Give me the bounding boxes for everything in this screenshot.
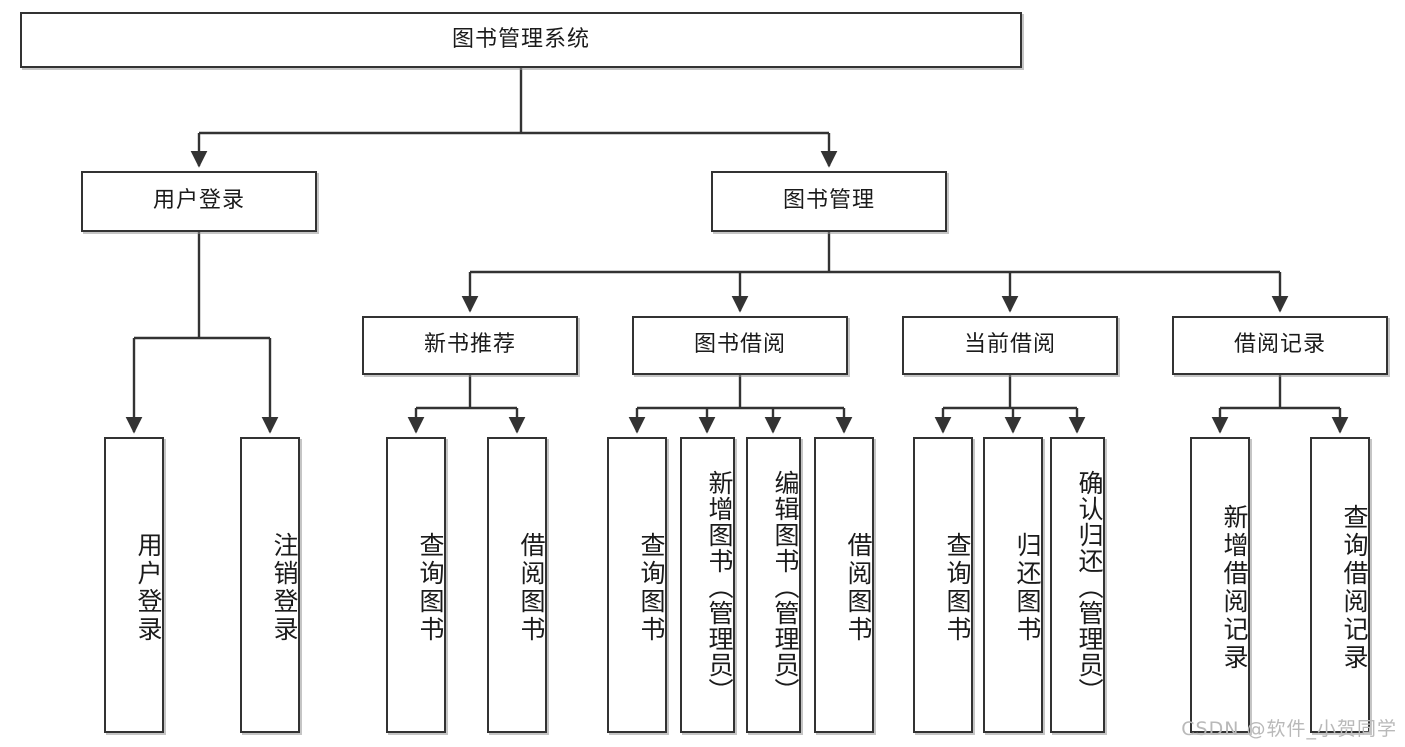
leaf-user-logout-label: 注销登录: [270, 532, 299, 644]
node-current-borrow[interactable]: 当前借阅: [902, 316, 1118, 375]
leaf-query-borrow-record[interactable]: 查询借阅记录: [1310, 437, 1370, 733]
leaf-user-login-label: 用户登录: [134, 532, 163, 644]
leaf-add-book-admin-label: 新增图书（管理员）: [705, 470, 734, 704]
node-book-manage[interactable]: 图书管理: [711, 171, 947, 232]
node-book-borrow-label: 图书借阅: [693, 332, 786, 358]
node-new-book-recommend-label: 新书推荐: [423, 332, 516, 358]
leaf-query-book-borrow-label: 查询图书: [637, 532, 666, 644]
node-current-borrow-label: 当前借阅: [963, 332, 1056, 358]
node-user-login-label: 用户登录: [152, 188, 245, 214]
leaf-query-book-borrow[interactable]: 查询图书: [607, 437, 667, 733]
leaf-return-book[interactable]: 归还图书: [983, 437, 1043, 733]
leaf-query-borrow-record-label: 查询借阅记录: [1340, 504, 1369, 672]
leaf-user-logout[interactable]: 注销登录: [240, 437, 300, 733]
leaf-borrow-book-new-label: 借阅图书: [517, 532, 546, 644]
node-root-label: 图书管理系统: [451, 26, 590, 52]
leaf-confirm-return-admin[interactable]: 确认归还（管理员）: [1050, 437, 1105, 733]
leaf-borrow-book-borrow-label: 借阅图书: [844, 532, 873, 644]
node-user-login[interactable]: 用户登录: [81, 171, 317, 232]
leaf-query-book-current[interactable]: 查询图书: [913, 437, 973, 733]
leaf-borrow-book-borrow[interactable]: 借阅图书: [814, 437, 874, 733]
leaf-add-borrow-record-label: 新增借阅记录: [1220, 504, 1249, 672]
leaf-edit-book-admin-label: 编辑图书（管理员）: [771, 470, 800, 704]
leaf-add-book-admin[interactable]: 新增图书（管理员）: [680, 437, 735, 733]
leaf-query-book-new-label: 查询图书: [416, 532, 445, 644]
leaf-edit-book-admin[interactable]: 编辑图书（管理员）: [746, 437, 801, 733]
node-borrow-record[interactable]: 借阅记录: [1172, 316, 1388, 375]
node-root[interactable]: 图书管理系统: [20, 12, 1022, 68]
node-new-book-recommend[interactable]: 新书推荐: [362, 316, 578, 375]
leaf-return-book-label: 归还图书: [1013, 532, 1042, 644]
node-borrow-record-label: 借阅记录: [1233, 332, 1326, 358]
node-book-borrow[interactable]: 图书借阅: [632, 316, 848, 375]
leaf-confirm-return-admin-label: 确认归还（管理员）: [1075, 470, 1104, 704]
node-book-manage-label: 图书管理: [782, 188, 875, 214]
leaf-query-book-new[interactable]: 查询图书: [386, 437, 446, 733]
leaf-add-borrow-record[interactable]: 新增借阅记录: [1190, 437, 1250, 733]
leaf-borrow-book-new[interactable]: 借阅图书: [487, 437, 547, 733]
leaf-query-book-current-label: 查询图书: [943, 532, 972, 644]
leaf-user-login[interactable]: 用户登录: [104, 437, 164, 733]
